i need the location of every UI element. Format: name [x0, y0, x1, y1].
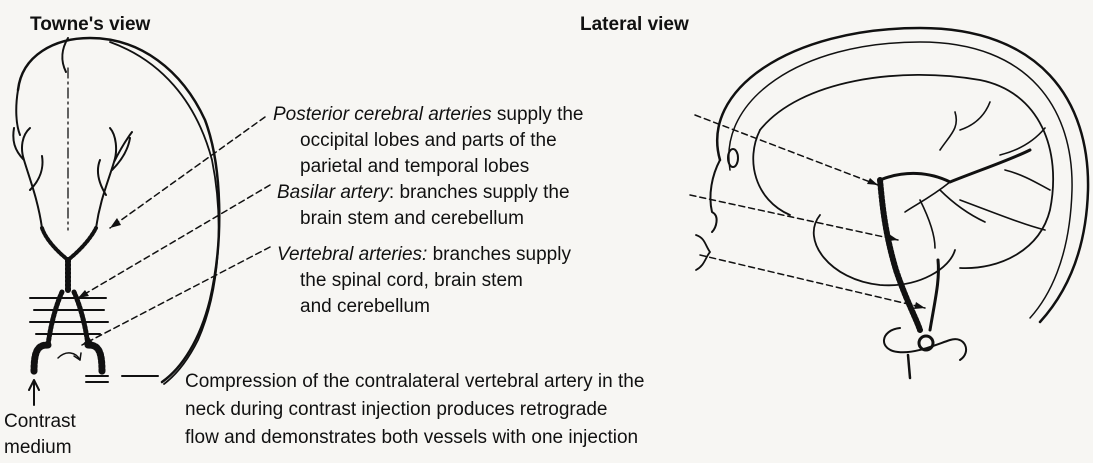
posterior-cerebral-term: Posterior cerebral arteries: [273, 104, 492, 125]
basilar-artery-line2: brain stem and cerebellum: [300, 207, 524, 230]
vertebral-arteries-label: Vertebral arteries: branches supply: [277, 243, 571, 266]
basilar-artery-label: Basilar artery: branches supply the: [277, 181, 570, 204]
vertebral-arteries-line3: and cerebellum: [300, 295, 430, 318]
compression-caption-line1: Compression of the contralateral vertebr…: [185, 370, 644, 393]
posterior-cerebral-label: Posterior cerebral arteries supply the: [273, 103, 584, 126]
vertebral-arteries-line2: the spinal cord, brain stem: [300, 269, 523, 292]
vertebral-arteries-line1: branches supply: [427, 244, 571, 265]
compression-caption-line2: neck during contrast injection produces …: [185, 398, 607, 421]
compression-caption-line3: flow and demonstrates both vessels with …: [185, 426, 638, 449]
posterior-cerebral-line2: occipital lobes and parts of the: [300, 129, 557, 152]
basilar-artery-term: Basilar artery: [277, 182, 389, 203]
lateral-view-drawing: [710, 28, 1088, 378]
posterior-cerebral-line1: supply the: [492, 104, 584, 125]
basilar-artery-line1: : branches supply the: [389, 182, 570, 203]
posterior-cerebral-line3: parietal and temporal lobes: [300, 155, 529, 178]
vertebral-arteries-term: Vertebral arteries:: [277, 244, 427, 265]
contrast-medium-line2: medium: [4, 436, 72, 459]
contrast-medium-line1: Contrast: [4, 410, 76, 433]
